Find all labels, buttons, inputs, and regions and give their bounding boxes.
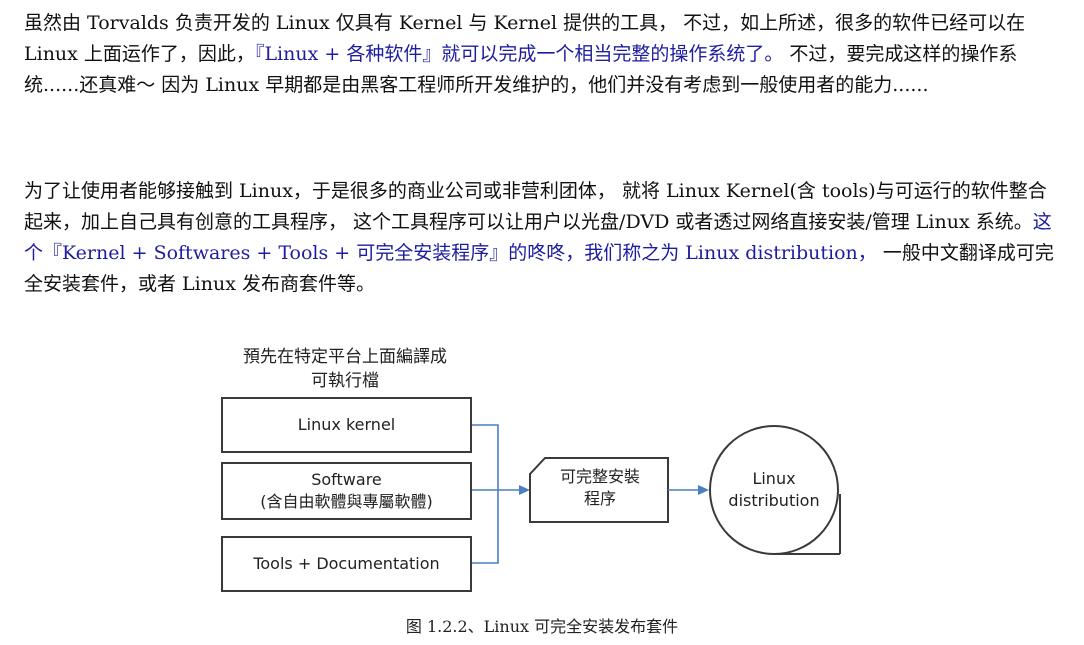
distribution-label: Linux distribution <box>710 468 838 512</box>
paragraph-1-highlight: 『Linux + 各种软件』就可以完成一个相当完整的操作系统了。 <box>254 43 784 65</box>
box-software-line-1: Software <box>311 470 382 489</box>
figure-caption: 图 1.2.2、Linux 可完全安装发布套件 <box>405 617 679 636</box>
paragraph-2: 为了让使用者能够接触到 Linux，于是很多的商业公司或非营利团体， 就将 Li… <box>24 176 1064 300</box>
arrowhead-to-distribution <box>698 485 709 495</box>
figure-heading-line-2: 可執行檔 <box>311 371 379 391</box>
box-tools-documentation: Tools + Documentation <box>221 536 472 592</box>
connector-kernel <box>471 424 499 490</box>
installer-shape <box>529 457 669 523</box>
distribution-label-line-2: distribution <box>728 491 820 510</box>
connector-tools <box>471 490 499 564</box>
paragraph-1: 虽然由 Torvalds 负责开发的 Linux 仅具有 Kernel 与 Ke… <box>24 8 1064 101</box>
box-software-line-2: (含自由軟體與專屬軟體) <box>260 492 433 511</box>
paragraph-2-text-end: 一般中文翻译成可完全安装套件，或者 Linux 发布商套件等。 <box>24 242 1054 295</box>
installer-label-line-1: 可完整安裝 <box>559 467 640 486</box>
box-software: Software (含自由軟體與專屬軟體) <box>221 462 472 520</box>
paragraph-1-text: 虽然由 Torvalds 负责开发的 Linux 仅具有 Kernel 与 Ke… <box>24 12 1026 65</box>
paragraph-1-text-end: 不过，要完成这样的操作系统......还真难～ 因为 Linux 早期都是由黑客… <box>24 43 1018 96</box>
box-linux-kernel: Linux kernel <box>221 397 472 453</box>
box-tools-label: Tools + Documentation <box>253 554 440 573</box>
box-linux-kernel-label: Linux kernel <box>297 415 396 434</box>
arrowhead-to-installer <box>519 485 530 495</box>
paragraph-2-highlight: 这个『Kernel + Softwares + Tools + 可完全安装程序』… <box>24 211 1052 264</box>
distribution-label-line-1: Linux <box>752 469 796 488</box>
figure-heading: 預先在特定平台上面編譯成 可執行檔 <box>200 345 490 393</box>
figure-heading-line-1: 預先在特定平台上面編譯成 <box>243 347 447 367</box>
installer-label-line-2: 程序 <box>583 489 616 508</box>
installer-label: 可完整安裝 程序 <box>532 466 668 510</box>
paragraph-2-text: 为了让使用者能够接触到 Linux，于是很多的商业公司或非营利团体， 就将 Li… <box>24 180 1047 233</box>
